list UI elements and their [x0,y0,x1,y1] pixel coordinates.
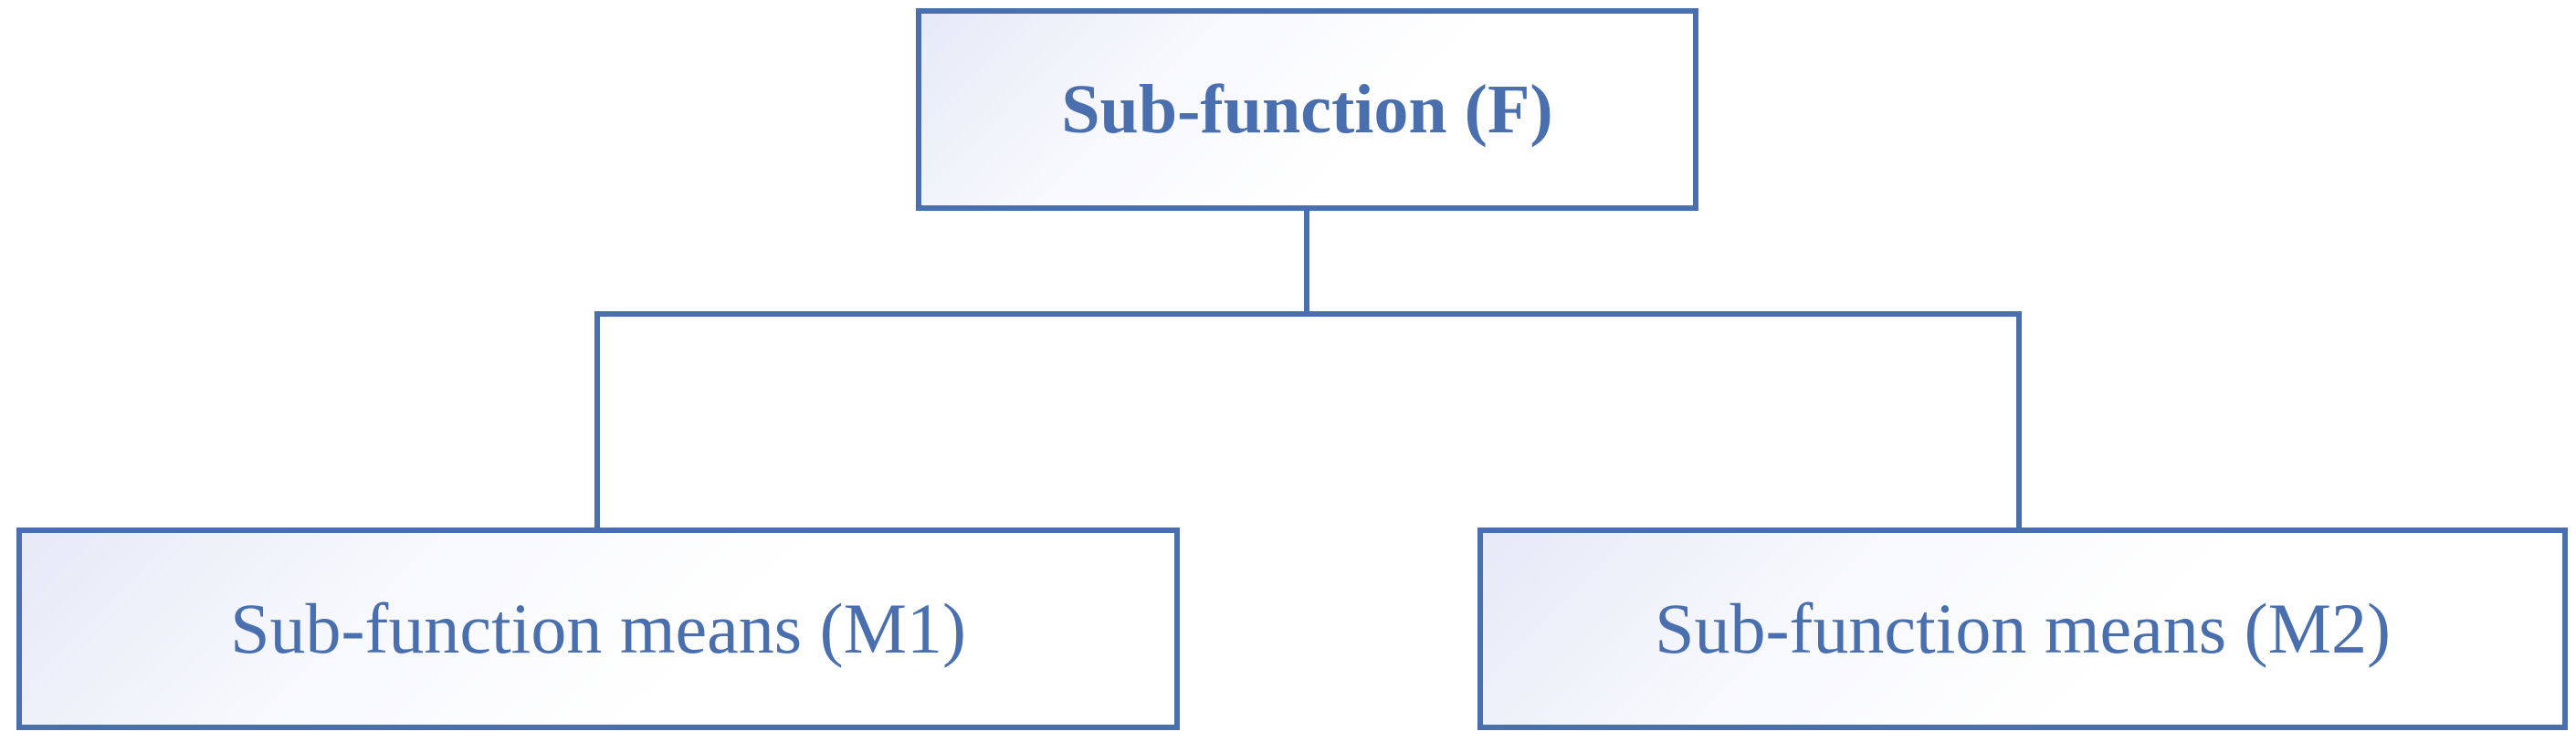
child-node-means-m2: Sub-function means (M2) [1477,528,2568,730]
root-node-subfunction: Sub-function (F) [916,8,1698,211]
child-node-means-m1: Sub-function means (M1) [16,528,1180,730]
root-node-label: Sub-function (F) [1061,70,1553,148]
child-node-m1-label: Sub-function means (M1) [230,589,966,668]
child-node-m2-label: Sub-function means (M2) [1655,589,2391,668]
